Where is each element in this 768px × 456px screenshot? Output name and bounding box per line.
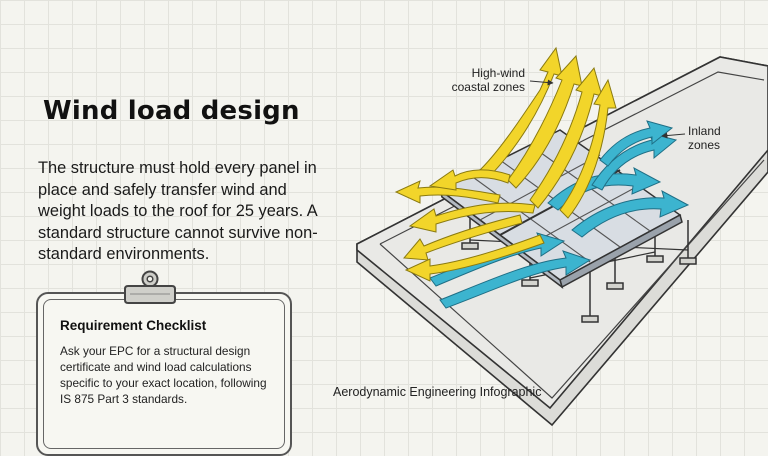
coastal-wind-arrows bbox=[394, 46, 617, 282]
label-inland-line2: zones bbox=[688, 138, 721, 152]
label-coastal-zones: High-wind coastal zones bbox=[435, 66, 525, 94]
checklist-text: Ask your EPC for a structural design cer… bbox=[60, 344, 267, 406]
label-inland-line1: Inland bbox=[688, 124, 721, 138]
label-coastal-line2: coastal zones bbox=[451, 80, 525, 94]
checklist-title: Requirement Checklist bbox=[60, 318, 207, 333]
checklist-clipboard bbox=[36, 292, 292, 456]
wind-load-diagram bbox=[356, 46, 768, 427]
diagram-caption: Aerodynamic Engineering Infographic bbox=[333, 385, 542, 399]
inland-pointer-arrow bbox=[661, 132, 686, 139]
coastal-pointer-arrow bbox=[529, 79, 554, 86]
label-coastal-line1: High-wind bbox=[471, 66, 525, 80]
page-title: Wind load design bbox=[43, 96, 300, 126]
intro-paragraph: The structure must hold every panel in p… bbox=[38, 159, 318, 263]
clipboard-clip-icon bbox=[124, 270, 176, 304]
label-inland-zones: Inland zones bbox=[688, 124, 738, 152]
